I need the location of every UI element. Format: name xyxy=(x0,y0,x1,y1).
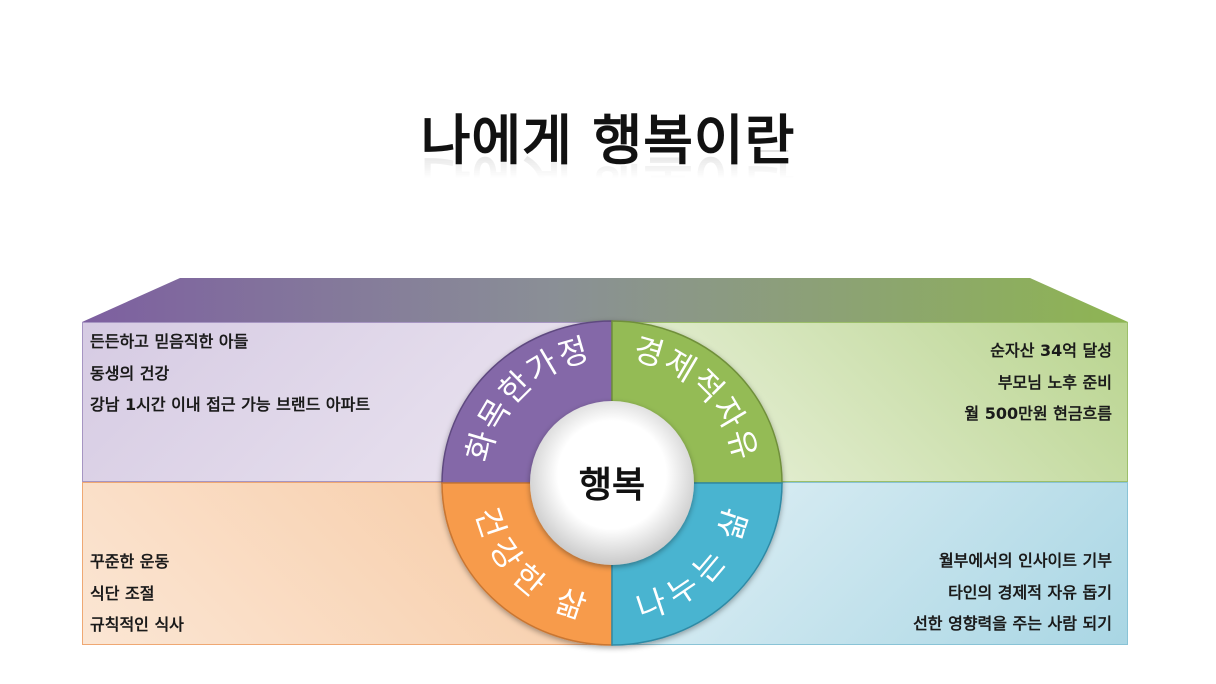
list-item: 규칙적인 식사 xyxy=(90,615,184,634)
list-item: 월 500만원 현금흐름 xyxy=(964,404,1112,423)
sharing-items: 월부에서의 인사이트 기부 타인의 경제적 자유 돕기 선한 영향력을 주는 사… xyxy=(913,545,1112,640)
center-label: 행복 xyxy=(579,465,645,506)
list-item: 강남 1시간 이내 접근 가능 브랜드 아파트 xyxy=(90,395,371,414)
list-item: 월부에서의 인사이트 기부 xyxy=(938,551,1112,570)
family-items: 든든하고 믿음직한 아들 동생의 건강 강남 1시간 이내 접근 가능 브랜드 … xyxy=(90,326,370,421)
prism-top-face xyxy=(82,278,1128,322)
slide-title: 나에게 행복이란 xyxy=(420,109,796,172)
list-item: 선한 영향력을 주는 사람 되기 xyxy=(913,614,1112,633)
list-item: 든든하고 믿음직한 아들 xyxy=(90,332,249,351)
center-circle xyxy=(530,401,694,565)
list-item: 식단 조절 xyxy=(90,583,155,603)
economy-items: 순자산 34억 달성 부모님 노후 준비 월 500만원 현금흐름 xyxy=(964,335,1112,430)
health-items: 꾸준한 운동 식단 조절 규칙적인 식사 xyxy=(90,546,184,641)
list-item: 동생의 건강 xyxy=(90,363,170,383)
list-item: 부모님 노후 준비 xyxy=(997,372,1112,392)
list-item: 타인의 경제적 자유 돕기 xyxy=(948,582,1112,602)
list-item: 순자산 34억 달성 xyxy=(990,341,1112,360)
list-item: 꾸준한 운동 xyxy=(90,552,170,571)
